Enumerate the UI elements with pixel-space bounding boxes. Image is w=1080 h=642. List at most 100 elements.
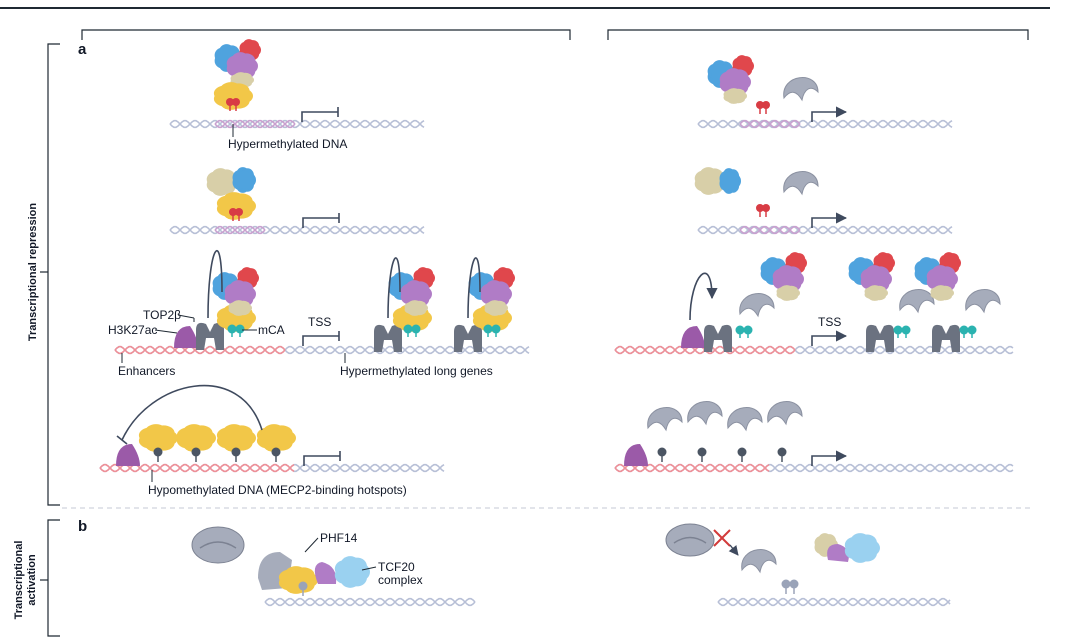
top2b-body — [866, 324, 894, 352]
top2b-body — [374, 324, 402, 352]
molecular-shapes — [116, 39, 1001, 596]
dna-row2-right — [697, 225, 953, 235]
protein-core — [230, 56, 254, 76]
corepressor-beige-subunit — [864, 285, 889, 301]
protein-core — [867, 287, 885, 299]
promoter-line — [302, 335, 339, 346]
methyl-row1-right — [756, 101, 770, 114]
panel-label-b: b — [78, 518, 87, 535]
dna-backbone — [697, 119, 953, 129]
site-head — [191, 447, 201, 457]
mecp2-hotspot-4 — [256, 424, 296, 452]
corepressor-beige-subunit — [776, 285, 801, 301]
corepressor-purple-subunit — [860, 265, 892, 293]
enhancers-label: Enhancers — [118, 364, 175, 378]
site-head — [231, 447, 241, 457]
methyl-mark — [762, 101, 770, 109]
methyl-row2-left — [229, 208, 243, 221]
corepressor-beige-subunit — [484, 300, 508, 316]
hypomethylated-site-right-3 — [737, 447, 747, 462]
protein-core — [404, 284, 428, 304]
tcf20-complex-right — [844, 533, 880, 563]
hypomethylated-site-2 — [191, 447, 201, 462]
site-head — [657, 447, 667, 457]
site-head — [777, 447, 787, 457]
repression-bracket — [47, 43, 60, 506]
dna-backbone — [214, 119, 296, 129]
dna-backbone — [614, 463, 770, 473]
dna-backbone — [169, 119, 425, 129]
unbound-mecp2-row1-right — [783, 77, 819, 102]
protein-core — [726, 90, 744, 102]
grey-protein-body — [687, 401, 723, 426]
dna-row1-left — [169, 119, 425, 129]
site-head — [697, 447, 707, 457]
top2b-row3-right — [704, 324, 732, 352]
grey-protein-body — [647, 407, 683, 432]
mca-long-gene-1 — [403, 324, 421, 337]
protein-core — [930, 269, 954, 289]
protein-core — [487, 302, 505, 314]
protein-core — [484, 284, 508, 304]
repressed-promoter-row3 — [302, 331, 340, 346]
top2b-body — [454, 324, 482, 352]
top2b-label: TOP2β — [143, 308, 181, 322]
site-head — [153, 447, 163, 457]
top2b-body — [704, 324, 732, 352]
hypomethylated-site-1 — [153, 447, 163, 462]
site-head — [737, 447, 747, 457]
dna-backbone — [739, 225, 801, 235]
top2b-right-long-gene-2 — [932, 324, 960, 352]
methyl-mark — [232, 98, 240, 106]
promoter-line — [301, 111, 338, 122]
grey-protein-body — [965, 289, 1001, 314]
loop-repression-bar-row4 — [116, 435, 128, 445]
methyl-mark — [762, 204, 770, 212]
top2b-row3-left — [196, 322, 224, 350]
tss-label-left: TSS — [308, 315, 331, 329]
mecp2-hotspot-1 — [138, 424, 178, 452]
repressed-promoter-row1 — [301, 107, 339, 122]
tss-label-right: TSS — [818, 315, 841, 329]
corepressor-red-subunit — [873, 252, 895, 274]
left-column-bracket — [81, 29, 571, 40]
active-promoter-row1 — [811, 106, 848, 122]
h3k27ac-row3-left — [174, 326, 198, 348]
promoter-arrow — [811, 450, 848, 466]
corepressor-blue-row2-right — [719, 168, 741, 194]
promoter-arrow — [811, 106, 848, 122]
mca-right-long-gene-1 — [893, 325, 911, 338]
repressed-promoter-row4 — [303, 451, 341, 466]
rna-pol-protein-right — [665, 523, 715, 557]
dna-backbone — [99, 463, 295, 473]
looping-arrow-long-gene-1 — [387, 257, 401, 319]
dna-backbone — [264, 597, 476, 607]
panel-label-a: a — [78, 41, 87, 58]
protein-core — [339, 560, 365, 584]
promoter-arrow — [811, 212, 848, 228]
site-head — [781, 579, 791, 589]
dna-backbone — [169, 225, 425, 235]
unbound-mecp2-row3-right-1 — [739, 293, 775, 318]
dna-backbone — [717, 597, 951, 607]
protein-core — [182, 428, 210, 448]
promoter-line — [303, 455, 340, 466]
active-promoter-row4 — [811, 450, 848, 466]
methyl-mark — [756, 204, 764, 212]
dna-backbone — [169, 225, 425, 235]
repressed-promoter-row2 — [302, 213, 340, 228]
protein-core — [144, 428, 172, 448]
top2b-body — [196, 322, 224, 350]
grey-protein-body — [783, 171, 819, 196]
dna-backbone — [697, 119, 953, 129]
corepressor-red-subunit — [237, 267, 259, 289]
methyl-mark — [226, 98, 234, 106]
protein-core — [776, 269, 800, 289]
tcf20-label-line1: TCF20 — [378, 560, 415, 574]
active-promoter-row2 — [811, 212, 848, 228]
mecp2-panel-b — [278, 566, 318, 594]
dna-backbone — [717, 597, 951, 607]
top2b-long-gene-1 — [374, 324, 402, 352]
methyl-mark — [756, 101, 764, 109]
phf14-label: PHF14 — [320, 531, 358, 545]
